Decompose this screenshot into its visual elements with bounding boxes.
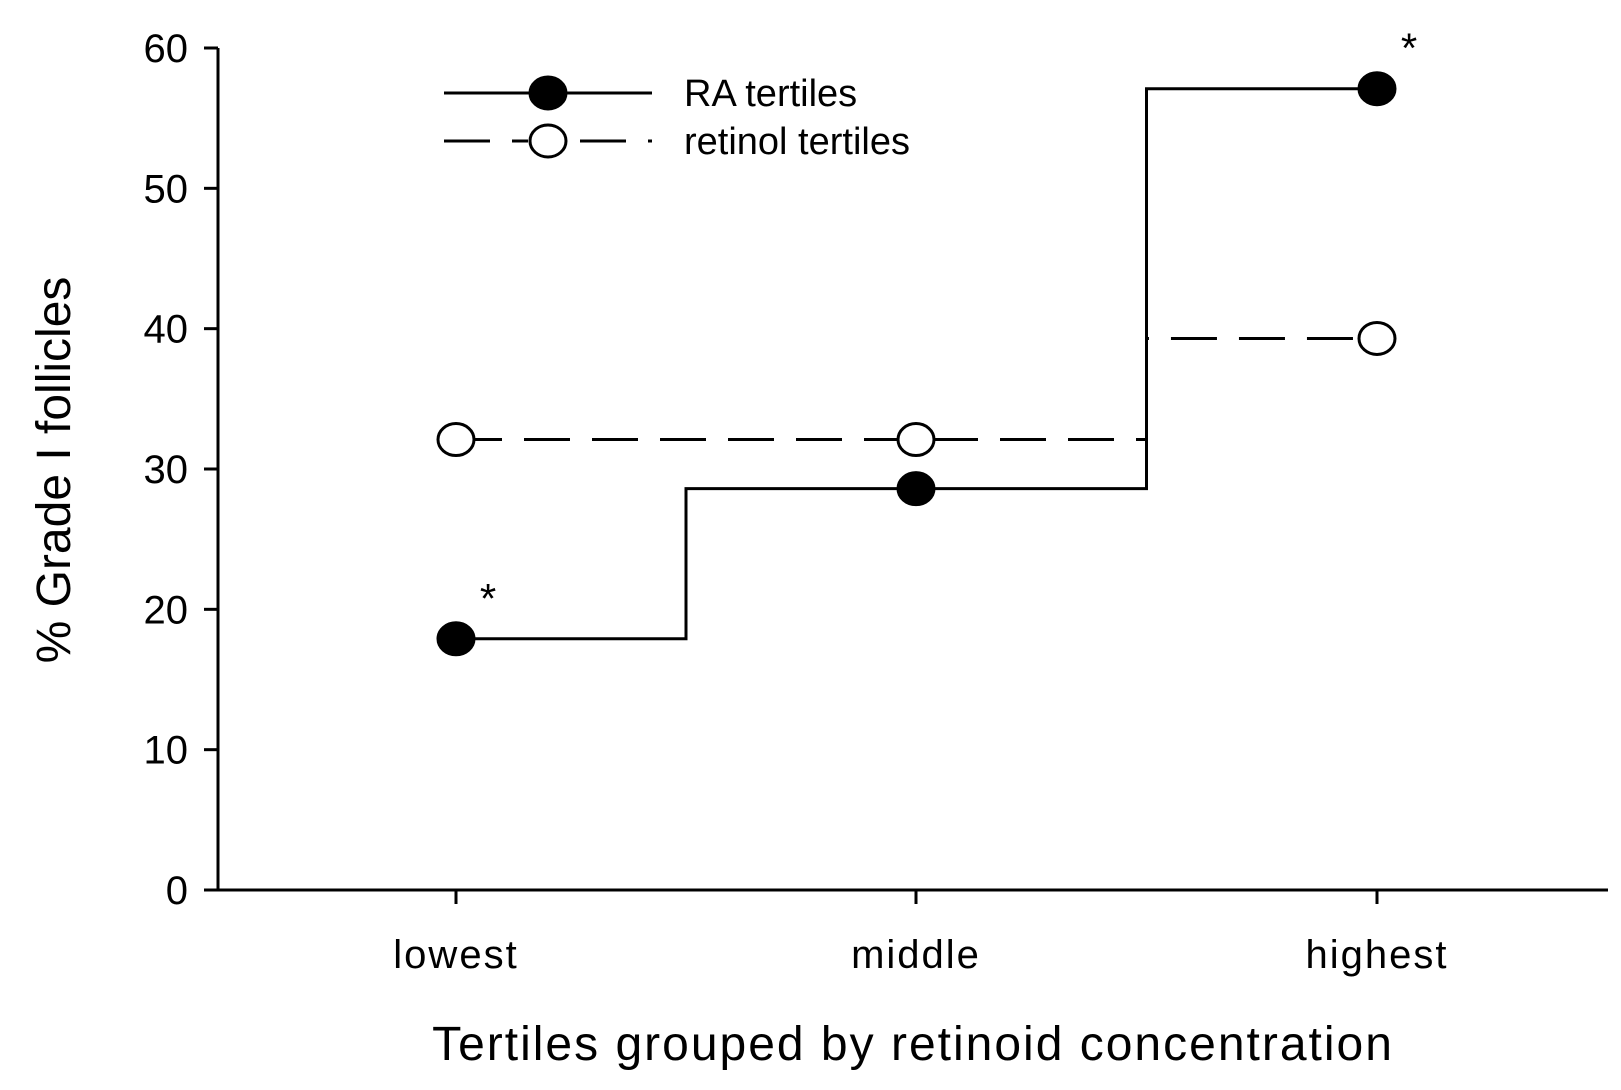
data-point <box>436 621 476 657</box>
data-point <box>896 471 936 507</box>
series-line-2 <box>456 336 1377 442</box>
y-ticks: 0 10 20 30 40 50 60 <box>144 27 218 913</box>
series-lines <box>456 87 1377 641</box>
y-tick-label: 60 <box>144 27 189 71</box>
y-tick-label: 30 <box>144 448 189 492</box>
data-point <box>896 422 936 458</box>
legend: RA tertiles retinol tertiles <box>444 73 910 163</box>
axes <box>204 48 1608 892</box>
series-line-1 <box>456 87 1377 641</box>
series-points <box>436 71 1397 657</box>
legend-label-2: retinol tertiles <box>684 121 910 163</box>
y-axis-title: % Grade I follicles <box>28 277 81 664</box>
y-tick-label: 0 <box>166 869 188 913</box>
significance-annotation: * <box>1401 25 1417 72</box>
legend-marker-2 <box>528 123 568 159</box>
significance-annotation: * <box>480 575 496 622</box>
legend-label-1: RA tertiles <box>684 73 857 115</box>
legend-marker-1 <box>528 75 568 111</box>
y-tick-label: 40 <box>144 308 189 352</box>
data-point <box>1357 320 1397 356</box>
x-axis-title: Tertiles grouped by retinoid concentrati… <box>432 1018 1394 1071</box>
x-tick-label: highest <box>1306 933 1449 977</box>
x-tick-label: lowest <box>393 933 518 977</box>
y-tick-label: 10 <box>144 729 189 773</box>
x-tick-label: middle <box>851 933 981 977</box>
data-point <box>1357 71 1397 107</box>
x-ticks: lowest middle highest <box>393 890 1449 977</box>
annotations: ** <box>480 25 1417 622</box>
y-tick-label: 50 <box>144 167 189 211</box>
data-point <box>436 422 476 458</box>
y-tick-label: 20 <box>144 588 189 632</box>
